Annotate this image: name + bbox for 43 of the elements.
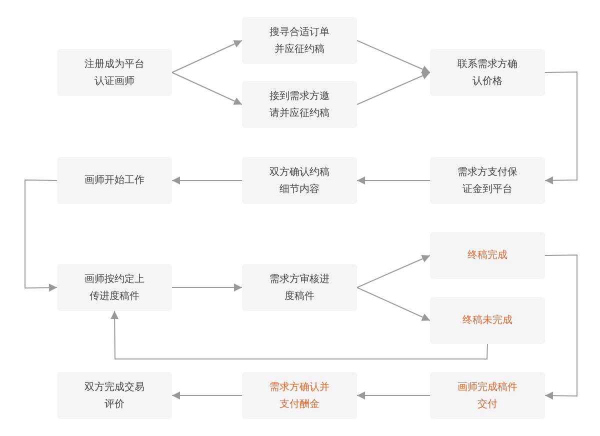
step-text: 联系需求方确认价格 xyxy=(456,58,518,88)
process-box xyxy=(242,157,357,204)
arrow xyxy=(356,255,430,288)
arrow xyxy=(172,176,242,184)
process-box xyxy=(242,264,357,311)
process-box xyxy=(430,157,545,204)
arrow xyxy=(172,72,242,105)
step-text: 接到需求方邀请并应征约稿 xyxy=(268,90,330,120)
process-box xyxy=(57,49,172,96)
step-text: 需求方审核进度稿件 xyxy=(268,272,330,304)
arrow xyxy=(172,284,242,292)
step-text: 双方完成交易评价 xyxy=(84,380,146,412)
arrow xyxy=(356,40,430,73)
process-box xyxy=(57,157,172,204)
step-text: 搜寻合适订单并应征约稿 xyxy=(268,26,330,56)
arrow xyxy=(172,40,242,73)
step-text: 需求方支付保证金到平台 xyxy=(456,166,518,196)
arrow xyxy=(544,254,578,400)
process-box xyxy=(242,81,357,128)
step-text: 画师完成稿件交付 xyxy=(456,380,518,412)
process-box xyxy=(430,372,545,419)
arrow xyxy=(356,392,430,400)
arrow xyxy=(172,392,242,400)
step-text: 终稿完成 xyxy=(468,248,508,263)
step-text: 终稿未完成 xyxy=(462,314,512,328)
step-text: 注册成为平台认证画师 xyxy=(84,58,146,88)
process-box xyxy=(430,232,545,279)
process-box xyxy=(57,264,172,311)
arrow xyxy=(110,310,488,360)
arrow xyxy=(24,180,58,292)
arrow xyxy=(356,287,430,321)
process-box xyxy=(430,297,545,344)
step-text: 需求方确认并支付酬金 xyxy=(268,380,330,412)
step-text: 双方确认约稿细节内容 xyxy=(268,166,330,196)
arrow xyxy=(544,72,578,184)
process-box xyxy=(430,49,545,96)
process-box xyxy=(57,372,172,419)
process-box xyxy=(242,17,357,64)
step-text: 画师开始工作 xyxy=(84,174,144,188)
arrow xyxy=(356,176,430,184)
process-box xyxy=(242,372,357,419)
arrow xyxy=(356,72,430,105)
step-text: 画师按约定上传进度稿件 xyxy=(84,272,146,304)
